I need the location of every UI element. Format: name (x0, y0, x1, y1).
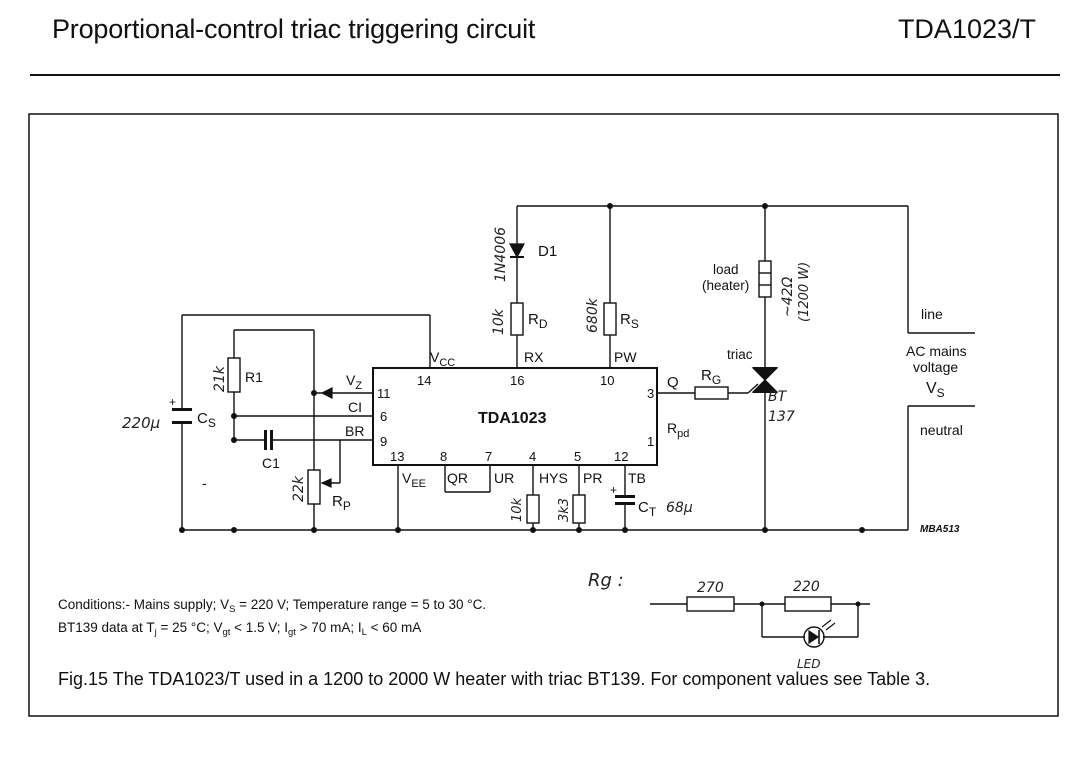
pin-11-label: VZ (346, 372, 362, 392)
pin-10-number: 10 (600, 373, 614, 388)
pin-6-number: 6 (380, 409, 387, 424)
hw-rd-value: 10k (491, 308, 507, 335)
ct-capacitor (615, 495, 635, 498)
part-number: TDA1023/T (897, 14, 1036, 44)
load-resistor (758, 260, 772, 298)
figure-frame (28, 113, 1059, 717)
minus-label: - (202, 475, 207, 491)
pin-9-number: 9 (380, 434, 387, 449)
vz-arrow-icon (320, 387, 333, 399)
hw-cs-value: 220μ (122, 414, 160, 432)
pin-6-label: CI (348, 399, 362, 415)
hw-load-value: ~42Ω (780, 276, 796, 317)
cs-plus: + (169, 395, 176, 409)
rg-label: RG (701, 367, 721, 387)
rp-wiper-arrow-icon (320, 478, 332, 488)
d1-label: D1 (538, 243, 557, 260)
pin-5-label: PR (583, 470, 602, 486)
pin-3-number: 3 (647, 386, 654, 401)
figure-caption: Fig.15 The TDA1023/T used in a 1200 to 2… (58, 669, 931, 689)
hw-triac-part-2: 137 (768, 409, 795, 425)
pin-7-label: UR (494, 470, 514, 486)
rg-resistor (694, 386, 729, 400)
hw-d1-part: 1N4006 (493, 227, 509, 282)
rg-alt-resistor-220 (784, 596, 832, 612)
hw-led: LED (797, 657, 821, 671)
ct-plus: + (610, 483, 617, 497)
pin-16-label: RX (524, 349, 544, 365)
conditions-line-2: BT139 data at Tj = 25 °C; Vgt < 1.5 V; I… (58, 620, 422, 638)
r1-resistor (227, 357, 241, 393)
pin-9-label: BR (345, 423, 364, 439)
hw-triac-part-1: BT (768, 389, 788, 405)
load-label-line2: (heater) (702, 278, 749, 293)
vs-label: VS (926, 380, 945, 400)
hw-hys-value: 10k (510, 497, 525, 522)
pin-11-number: 11 (377, 386, 391, 401)
r1-label: R1 (245, 369, 263, 385)
rd-resistor (510, 302, 524, 336)
d1-diode-icon (508, 243, 526, 259)
hw-rg-note: Rg : (588, 570, 624, 591)
hw-ct-value: 68μ (666, 500, 693, 516)
pin-10-label: PW (614, 349, 637, 365)
hw-rs-value: 680k (585, 297, 601, 333)
c1-label: C1 (262, 455, 280, 471)
hw-load-power: (1200 W) (797, 262, 812, 322)
mains-label-line1: AC mains (906, 343, 967, 359)
load-label-line1: load (713, 262, 739, 277)
rp-potentiometer (307, 469, 321, 505)
pin-13-label: VEE (402, 470, 426, 490)
pin-7-number: 7 (485, 449, 492, 464)
drawing-reference: MBA513 (920, 524, 960, 535)
rd-label: RD (528, 311, 548, 331)
neutral-label: neutral (920, 422, 963, 438)
pr-resistor (572, 494, 586, 524)
pin-12-label: TB (628, 470, 646, 486)
hw-rp-value: 22k (291, 475, 307, 502)
pin-4-number: 4 (529, 449, 536, 464)
hw-rg-r1: 270 (697, 580, 724, 596)
page-title: Proportional-control triac triggering ci… (52, 14, 536, 44)
pin-16-number: 16 (510, 373, 524, 388)
pin-5-number: 5 (574, 449, 581, 464)
rg-alt-resistor-270 (686, 596, 735, 612)
pin-14-label: VCC (430, 349, 455, 369)
pin-4-label: HYS (539, 470, 568, 486)
cs-label: CS (197, 410, 216, 430)
ic-name: TDA1023 (478, 410, 547, 427)
line-label: line (921, 306, 943, 322)
conditions-line-1: Conditions:- Mains supply; VS = 220 V; T… (58, 597, 487, 615)
hw-rg-r2: 220 (793, 579, 820, 595)
hw-pr-value: 3k3 (557, 498, 572, 522)
pin-8-label: QR (447, 470, 468, 486)
ct-label: CT (638, 499, 657, 519)
pin-8-number: 8 (440, 449, 447, 464)
pin-14-number: 14 (417, 373, 431, 388)
rs-label: RS (620, 311, 639, 331)
pin-13-number: 13 (390, 449, 404, 464)
header-rule (30, 74, 1060, 76)
triac-label: triac (727, 347, 753, 362)
pin-12-number: 12 (614, 449, 628, 464)
mains-label-line2: voltage (913, 359, 958, 375)
rs-resistor (603, 302, 617, 336)
hw-r1-value: 21k (212, 365, 228, 392)
pin-1-number: 1 (647, 434, 654, 449)
pin-3-label: Q (667, 374, 679, 391)
c1-capacitor (264, 430, 267, 450)
rp-label: RP (332, 493, 351, 513)
led-arrow-icon (808, 629, 820, 645)
hys-resistor (526, 494, 540, 524)
pin-1-label: Rpd (667, 420, 689, 440)
cs-capacitor (172, 408, 192, 411)
